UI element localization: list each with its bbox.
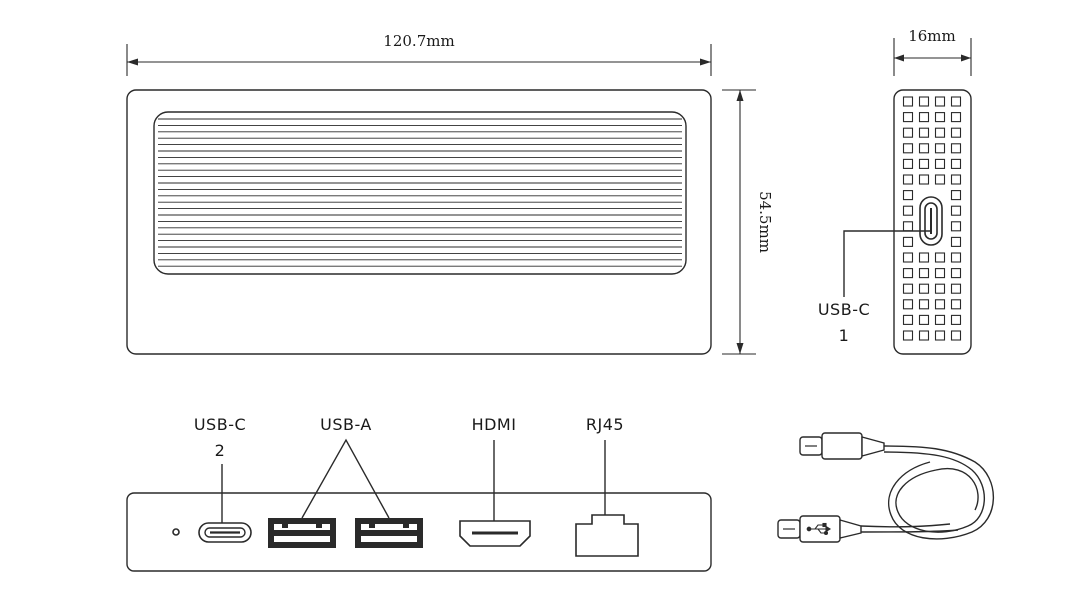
rib-lines	[158, 118, 682, 267]
vent-hole	[934, 268, 946, 279]
cable-wire-loop	[883, 451, 986, 533]
height-dimension: 54.5mm	[722, 89, 774, 355]
vent-hole	[918, 127, 930, 138]
depth-label: 16mm	[908, 27, 956, 45]
cable-wire	[883, 445, 995, 540]
width-label: 120.7mm	[383, 32, 454, 50]
usb-trident-icon	[806, 522, 832, 536]
vent-hole	[918, 299, 930, 310]
vent-hole	[918, 158, 930, 169]
front-usb-c-label: USB-C	[194, 415, 246, 434]
vent-hole	[918, 283, 930, 294]
usb-a-label: USB-A	[320, 415, 372, 434]
vent-hole	[934, 158, 946, 169]
vent-hole	[950, 205, 962, 216]
vent-hole	[934, 314, 946, 325]
usb-c-cable	[777, 432, 995, 543]
vent-hole	[918, 96, 930, 107]
ribbed-panel	[153, 111, 687, 275]
vent-hole	[918, 143, 930, 154]
vent-hole	[902, 190, 914, 201]
vent-hole	[950, 158, 962, 169]
vent-hole	[902, 314, 914, 325]
side-usb-c-number: 1	[839, 326, 850, 345]
vent-hole	[950, 330, 962, 341]
vent-hole	[902, 299, 914, 310]
vent-hole	[934, 330, 946, 341]
cable-connector-bottom	[777, 515, 862, 543]
vent-hole	[934, 283, 946, 294]
hdmi-label: HDMI	[472, 415, 517, 434]
side-body-outline	[893, 89, 972, 355]
cable-wire-lower2	[860, 523, 951, 528]
front-body-outline	[126, 492, 712, 572]
top-view: 120.7mm 54.5mm	[126, 32, 774, 355]
vent-hole	[918, 174, 930, 185]
vent-hole	[950, 236, 962, 247]
top-body-outline	[126, 89, 712, 355]
vent-hole	[950, 299, 962, 310]
vent-hole	[918, 252, 930, 263]
vent-hole	[950, 252, 962, 263]
vent-hole	[918, 330, 930, 341]
vent-hole	[902, 236, 914, 247]
vent-hole	[902, 268, 914, 279]
vent-hole	[934, 299, 946, 310]
side-usb-c-label: USB-C	[818, 300, 870, 319]
vent-hole	[950, 127, 962, 138]
vent-hole	[902, 96, 914, 107]
vent-holes	[902, 96, 962, 341]
vent-hole	[950, 112, 962, 123]
front-usb-c-port	[198, 522, 252, 543]
vent-hole	[902, 143, 914, 154]
vent-hole	[950, 221, 962, 232]
vent-hole	[950, 96, 962, 107]
vent-hole	[902, 283, 914, 294]
height-label: 54.5mm	[756, 191, 774, 253]
width-dimension: 120.7mm	[126, 32, 712, 76]
vent-hole	[902, 205, 914, 216]
vent-hole	[902, 221, 914, 232]
usb-a-port-left	[268, 518, 336, 548]
vent-hole	[902, 174, 914, 185]
vent-hole	[934, 112, 946, 123]
usb-a-leader	[301, 438, 390, 519]
vent-hole	[950, 268, 962, 279]
vent-hole	[950, 190, 962, 201]
hdmi-port	[459, 520, 531, 547]
vent-hole	[934, 127, 946, 138]
rj45-label: RJ45	[586, 415, 624, 434]
vent-hole	[950, 143, 962, 154]
side-view: 16mm USB-C 1	[818, 27, 972, 355]
vent-hole	[934, 96, 946, 107]
vent-hole	[934, 174, 946, 185]
vent-hole	[918, 112, 930, 123]
vent-hole	[950, 283, 962, 294]
vent-hole	[918, 268, 930, 279]
front-view: USB-C 2 USB-A HDMI	[126, 415, 712, 572]
vent-hole	[902, 330, 914, 341]
vent-hole	[918, 314, 930, 325]
vent-hole	[934, 143, 946, 154]
usb-a-port-right	[355, 518, 423, 548]
vent-hole	[902, 252, 914, 263]
vent-hole	[902, 158, 914, 169]
vent-hole	[950, 174, 962, 185]
cable-wire-lower	[860, 529, 959, 533]
side-usb-c-leader	[843, 230, 930, 297]
depth-dimension: 16mm	[893, 27, 972, 76]
status-led	[172, 528, 180, 536]
vent-hole	[902, 127, 914, 138]
cable-connector-top	[799, 432, 885, 460]
vent-hole	[934, 252, 946, 263]
front-usb-c-number: 2	[215, 441, 226, 460]
rj45-port	[575, 514, 639, 557]
vent-hole	[902, 112, 914, 123]
side-usb-c-port	[919, 196, 943, 246]
vent-hole	[950, 314, 962, 325]
